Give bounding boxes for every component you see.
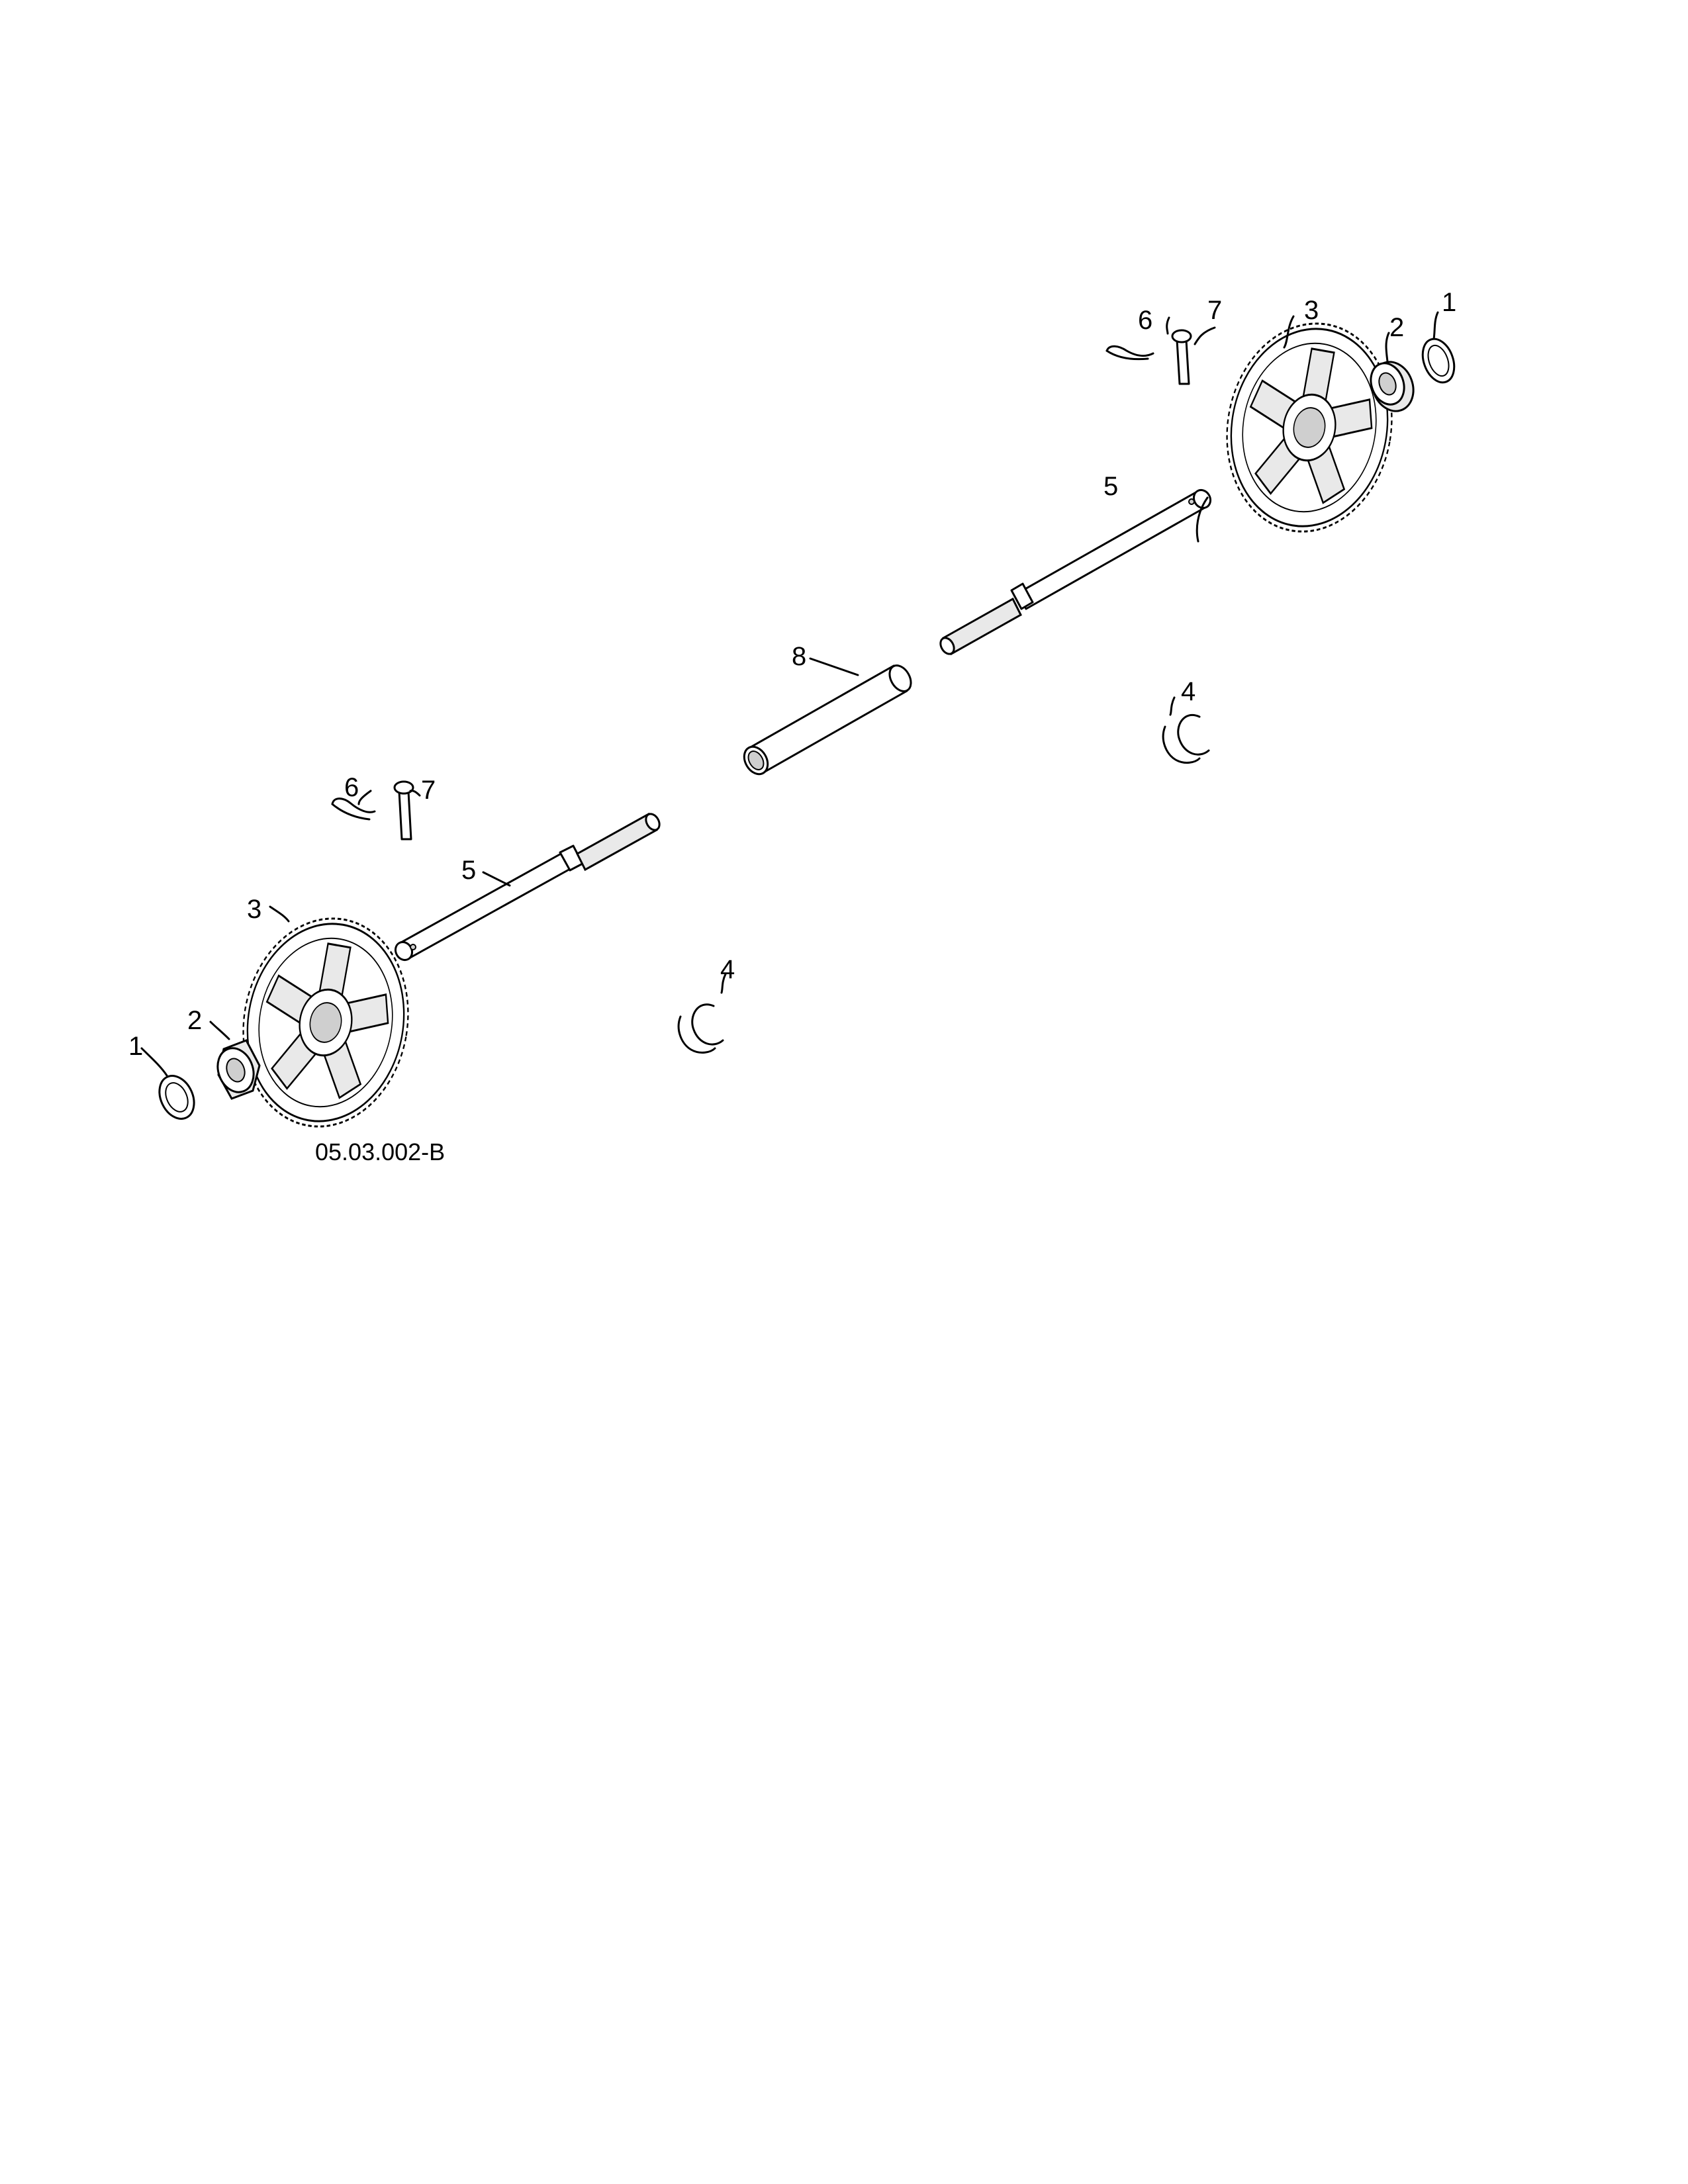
shaft-left — [394, 812, 661, 962]
leader-lines — [140, 311, 1439, 1077]
callout-hairpin-right: 6 — [1138, 306, 1152, 335]
callout-pin-right: 7 — [1207, 296, 1222, 325]
clevis-pin-right — [1171, 329, 1192, 385]
callout-eclip-left: 4 — [720, 955, 735, 984]
callout-gear-left: 3 — [247, 895, 261, 924]
callout-eclip-right: 4 — [1181, 677, 1196, 706]
callout-labels: 1 2 3 7 6 5 8 4 6 7 5 3 4 2 1 — [128, 288, 1456, 1061]
callout-shaft-right: 5 — [1103, 472, 1118, 501]
washer-left — [158, 1075, 195, 1120]
callout-washer-left: 1 — [128, 1032, 143, 1061]
shaft-right — [939, 488, 1212, 656]
clevis-pin-left — [393, 780, 414, 841]
e-clip-left — [677, 1003, 724, 1054]
callout-pin-left: 7 — [421, 776, 436, 805]
callout-bushing-right: 2 — [1389, 313, 1404, 342]
washer-right — [1421, 338, 1456, 384]
bushing-right — [1370, 361, 1415, 412]
gear-right — [1226, 322, 1393, 533]
sleeve — [743, 664, 912, 776]
e-clip-right — [1162, 714, 1210, 764]
hairpin-clip-left — [331, 797, 376, 821]
callout-gear-right: 3 — [1304, 296, 1319, 325]
callout-washer-right: 1 — [1442, 288, 1456, 317]
bushing-left — [216, 1039, 261, 1100]
gear-left — [242, 917, 409, 1128]
drawing-code: 05.03.002-B — [315, 1138, 445, 1165]
callout-bushing-left: 2 — [187, 1006, 202, 1035]
callout-shaft-left: 5 — [461, 856, 476, 885]
callout-sleeve: 8 — [792, 642, 806, 671]
hairpin-clip-right — [1105, 345, 1154, 361]
callout-hairpin-left: 6 — [344, 773, 359, 802]
